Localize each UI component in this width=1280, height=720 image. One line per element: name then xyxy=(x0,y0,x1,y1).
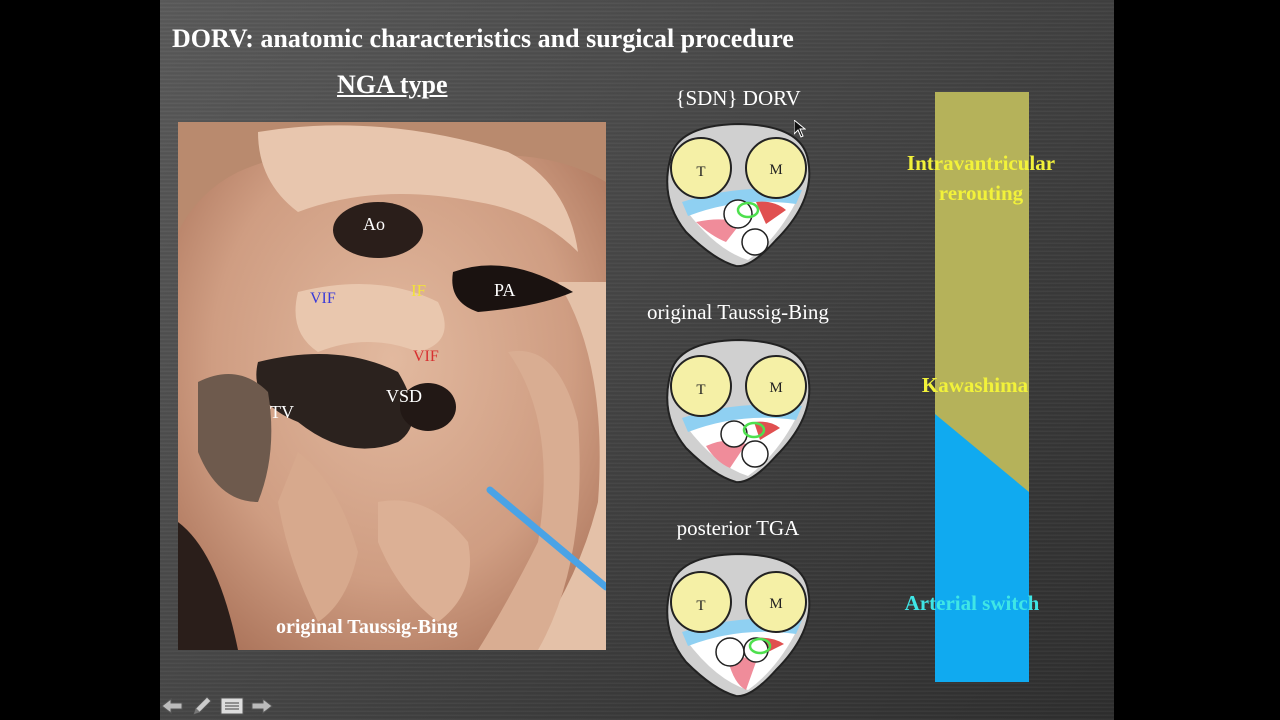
pen-icon[interactable] xyxy=(190,695,214,717)
diagram-2-right-letter: M xyxy=(769,380,782,396)
diagram-1-left-letter: T xyxy=(696,164,705,180)
label-pa: PA xyxy=(494,280,516,300)
procedure-label-kawashima: Kawashima xyxy=(921,373,1029,397)
label-ao: Ao xyxy=(363,214,385,234)
slideshow-nav xyxy=(160,692,280,720)
diagram-label-sdn-dorv: {SDN} DORV xyxy=(675,86,801,110)
diagram-label-posterior-tga: posterior TGA xyxy=(676,516,800,540)
heart-diagram-posterior-tga: T M xyxy=(656,550,822,705)
slide-subtitle: NGA type xyxy=(337,70,448,99)
bar-blue-region xyxy=(935,414,1029,682)
label-if: IF xyxy=(411,281,427,300)
label-vsd: VSD xyxy=(386,386,423,406)
label-vif-red: VIF xyxy=(413,348,439,365)
slide: DORV: anatomic characteristics and surgi… xyxy=(160,0,1114,720)
menu-icon[interactable] xyxy=(220,695,244,717)
arrow-right-icon[interactable] xyxy=(250,695,274,717)
diagram-label-original-taussig-bing: original Taussig-Bing xyxy=(647,300,829,324)
heart-diagram-original-taussig-bing: T M xyxy=(656,336,822,491)
mouse-cursor-icon xyxy=(793,118,807,143)
diagram-1-right-letter: M xyxy=(769,162,782,178)
anatomic-specimen-photo: Ao VIF IF PA VIF TV VSD original Taussig… xyxy=(178,122,606,650)
procedure-spectrum-bar xyxy=(935,92,1029,682)
procedure-label-arterial-switch: Arterial switch xyxy=(904,591,1040,615)
diagram-3-right-letter: M xyxy=(769,596,782,612)
photo-caption: original Taussig-Bing xyxy=(276,616,458,638)
arrow-left-icon[interactable] xyxy=(160,695,184,717)
label-vif-blue: VIF xyxy=(310,290,336,307)
heart-diagram-sdn-dorv: T M xyxy=(656,120,822,275)
slide-title: DORV: anatomic characteristics and surgi… xyxy=(172,24,794,53)
diagram-3-left-letter: T xyxy=(696,598,705,614)
diagram-2-left-letter: T xyxy=(696,382,705,398)
label-tv: TV xyxy=(270,402,294,422)
